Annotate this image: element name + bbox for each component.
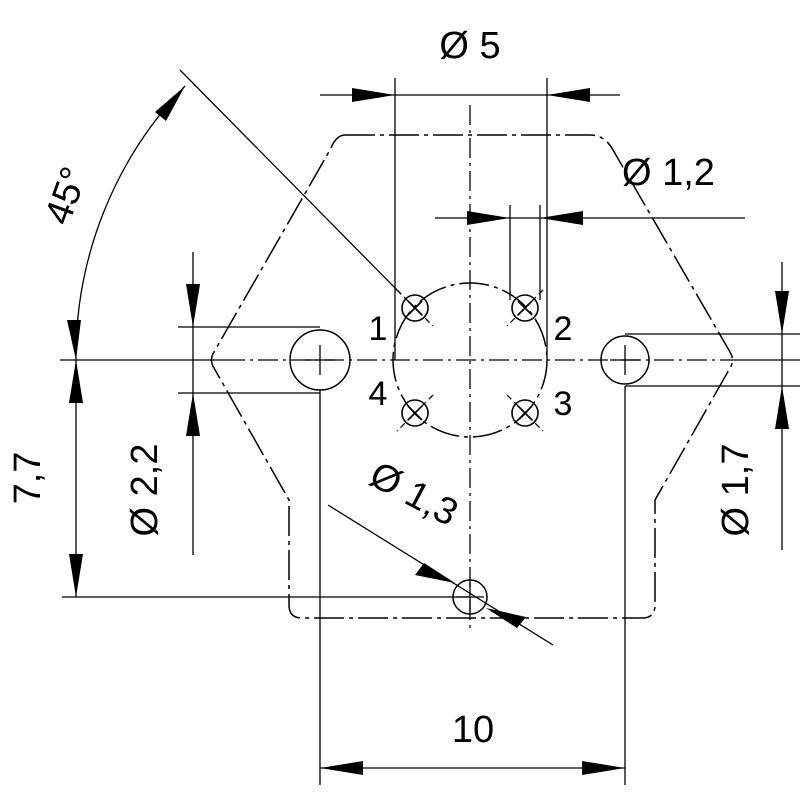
dim-angle-45 — [67, 69, 401, 361]
label-dia2-2: Ø 2,2 — [124, 444, 166, 537]
pin-4-symbol — [396, 394, 434, 432]
dim-dia1-7 — [625, 262, 800, 550]
label-angle: 45° — [37, 162, 96, 230]
dim-dia1-2 — [435, 205, 745, 300]
dim-dia2-2 — [178, 252, 320, 555]
label-dia1-3: Ø 1,3 — [363, 454, 465, 535]
pin-1-symbol — [396, 289, 434, 327]
housing-outline — [210, 134, 734, 619]
pin-3-symbol — [506, 394, 544, 432]
pin-2-symbol — [506, 289, 544, 327]
label-dia1-2: Ø 1,2 — [622, 152, 715, 194]
pin-label-1: 1 — [369, 310, 388, 348]
dim-width — [319, 386, 626, 785]
dim-height — [62, 360, 470, 598]
dim-dia5 — [320, 78, 620, 360]
label-dia1-7: Ø 1,7 — [715, 444, 757, 537]
dim-dia1-3 — [327, 504, 554, 646]
label-width: 10 — [452, 709, 494, 751]
pin-label-2: 2 — [554, 310, 573, 348]
mounting-hole-right — [600, 335, 650, 385]
pin-label-4: 4 — [369, 375, 388, 413]
label-height: 7,7 — [7, 452, 49, 505]
pin-label-3: 3 — [554, 385, 573, 423]
label-dia5: Ø 5 — [439, 25, 500, 67]
